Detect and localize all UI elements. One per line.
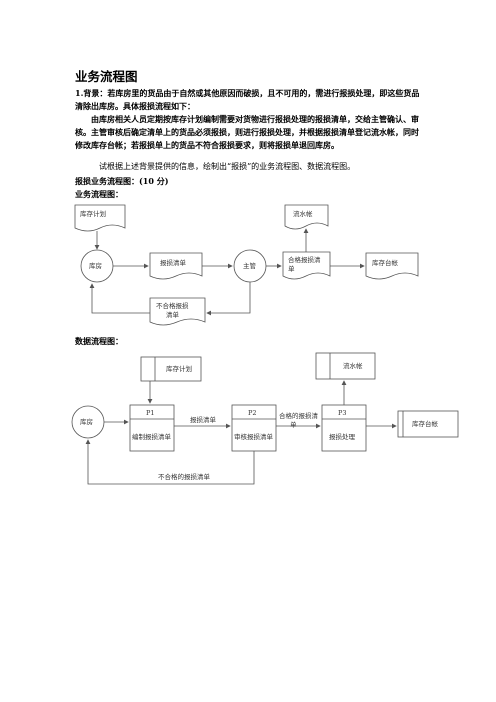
df-inventory-account-store: 库存台帐	[397, 410, 459, 438]
bf-inventory-plan-doc: 库存计划	[74, 204, 126, 232]
task-instruction: 试根据上述背景提供的信息，绘制出“报损”的业务流程图、数据流程图。	[99, 162, 356, 171]
df-p1-id: P1	[146, 409, 155, 417]
business-flow-heading: 业务流程图：	[75, 189, 123, 199]
bf-loss-list-label: 报损清单	[160, 258, 187, 267]
df-warehouse-label: 库房	[80, 417, 93, 426]
bf-loss-list-doc: 报损清单	[149, 252, 203, 280]
business-flow-diagram: 库存计划 流水帐 库房 报损清单 主管 合格报损清 单	[74, 204, 419, 326]
df-process-p1: P1 编制报损清单	[129, 404, 175, 452]
df-flow-qualified-label-2: 单	[290, 420, 297, 429]
bf-warehouse-node: 库房	[80, 249, 114, 283]
bf-qualified-label-2: 单	[288, 264, 295, 273]
data-flow-heading: 数据流程图：	[75, 336, 123, 346]
page-title: 业务流程图	[75, 69, 138, 84]
bf-qualified-label-1: 合格报损清	[288, 255, 321, 264]
df-p2-id: P2	[248, 409, 257, 417]
df-flow-unqualified-label: 不合格的报损清单	[158, 472, 211, 481]
df-ledger-store: 流水帐	[315, 352, 376, 380]
df-flow-loss-list-label: 报损清单	[190, 415, 217, 424]
bf-supervisor-label: 主管	[243, 261, 257, 270]
df-p3-id: P3	[338, 409, 347, 417]
df-warehouse-entity: 库房	[71, 405, 105, 439]
data-flow-diagram: 库存计划 流水帐 库房 P1 编制报损清单 P2 审核报损清单	[71, 352, 459, 485]
bf-inventory-plan-label: 库存计划	[80, 209, 106, 218]
df-inventory-plan-label: 库存计划	[166, 364, 192, 373]
bf-inventory-account-doc: 库存台帐	[365, 252, 419, 280]
bf-unqualified-list-doc: 不合格报损 清单	[149, 297, 206, 326]
df-p2-name: 审核报损清单	[234, 432, 274, 441]
bf-unqualified-label-2: 清单	[166, 310, 180, 319]
df-p3-name: 报损处理	[329, 432, 356, 441]
df-ledger-label: 流水帐	[343, 361, 363, 370]
bf-ledger-doc: 流水帐	[284, 204, 329, 230]
bf-unqualified-label-1: 不合格报损	[156, 301, 189, 310]
bf-warehouse-label: 库房	[89, 261, 102, 270]
df-process-p3: P3 报损处理	[321, 404, 367, 452]
df-p1-name: 编制报损清单	[132, 432, 172, 441]
bf-inventory-account-label: 库存台帐	[372, 258, 399, 267]
df-process-p2: P2 审核报损清单	[231, 404, 277, 452]
bf-arrows	[89, 228, 365, 316]
df-flow-qualified-label-1: 合格的报损清	[279, 411, 319, 420]
process-description: 由库房相关人员定期按库存计划编制需要对货物进行报损处理的报损清单，交给主管确认、…	[75, 114, 419, 150]
bf-supervisor-node: 主管	[233, 249, 267, 283]
df-inventory-account-label: 库存台帐	[412, 419, 439, 428]
df-inventory-plan-store: 库存计划	[140, 356, 202, 382]
bf-ledger-label: 流水帐	[293, 209, 313, 218]
background-paragraph: 1.背景：若库房里的货品由于自然或其他原因而破损，且不可用的，需进行报损处理，即…	[75, 88, 420, 111]
df-arrows	[85, 380, 397, 485]
bf-qualified-list-doc: 合格报损清 单	[282, 251, 331, 280]
question-heading: 报损业务流程图：(10 分)	[75, 176, 169, 186]
